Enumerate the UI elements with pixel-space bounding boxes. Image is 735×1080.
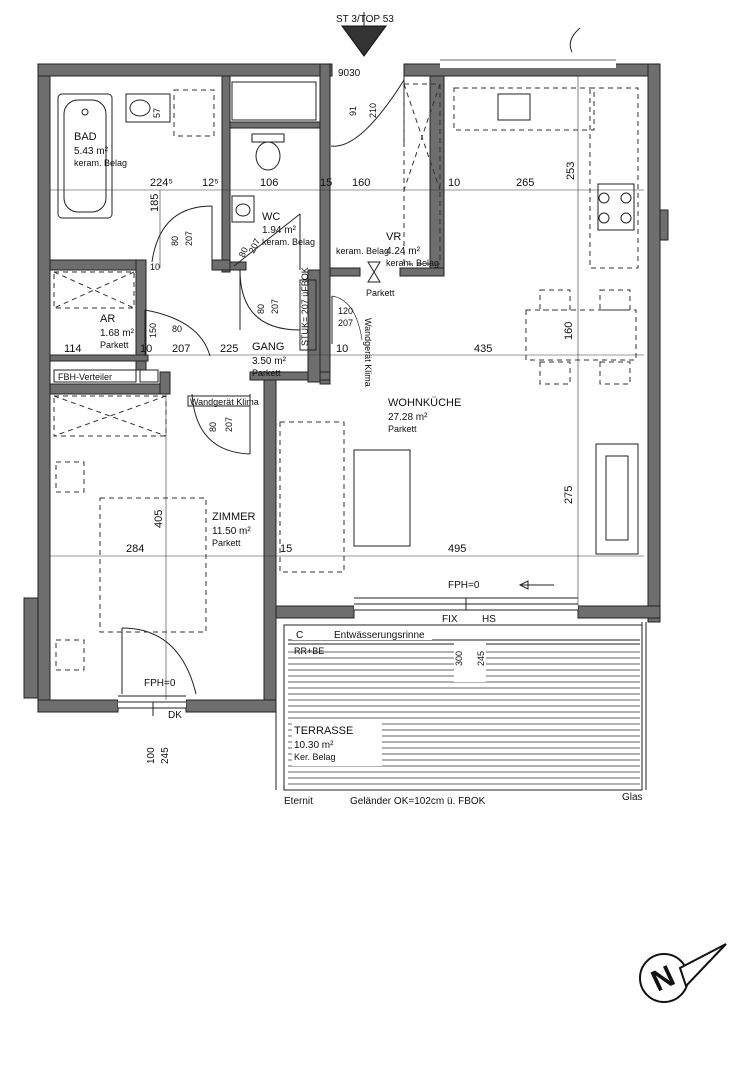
zimmer-floor: Parkett	[212, 538, 241, 548]
fix-label: FIX	[442, 614, 458, 625]
ar-area: 1.68 m²	[100, 328, 135, 339]
stuk-label: STUK= 207 üFBOK	[300, 267, 310, 346]
vr-name: VR	[386, 231, 401, 243]
bad-area: 5.43 m²	[74, 146, 109, 157]
dim-text: 275	[563, 486, 575, 504]
terrasse-name: TERRASSE	[294, 725, 353, 737]
wc-area: 1.94 m²	[262, 225, 297, 236]
rr-be-label: RR+BE	[294, 646, 324, 656]
vr-note: keram. Belag	[336, 246, 389, 256]
dim-text: 435	[474, 343, 492, 355]
dim-text: 185	[149, 194, 161, 212]
vr-parkett: Parkett	[366, 288, 395, 298]
dimension-texts: 224⁵ 12⁵ 106 15 160 10 265 114 10 207 22…	[64, 68, 577, 764]
gelaender-label: Geländer OK=102cm ü. FBOK	[350, 796, 486, 807]
dim-text: 100	[146, 747, 157, 764]
zimmer-area: 11.50 m²	[212, 526, 251, 537]
dim-text: 12⁵	[202, 177, 219, 189]
dim-text: 15	[280, 543, 292, 555]
dim-text: 10	[150, 262, 160, 272]
dim-text: 253	[565, 162, 577, 180]
windows	[118, 58, 616, 716]
entwaesserungsrinne-label: Entwässerungsrinne	[334, 630, 425, 641]
gang-name: GANG	[252, 341, 284, 353]
dim-text: 300	[454, 651, 464, 666]
terrasse-floor: Ker. Belag	[294, 752, 336, 762]
wohnkueche-name: WOHNKÜCHE	[388, 397, 461, 409]
ar-name: AR	[100, 313, 115, 325]
north-arrow: N	[639, 943, 727, 1003]
dim-text: 210	[368, 103, 378, 118]
dimension-lines	[50, 76, 644, 700]
dim-text: 207	[247, 237, 262, 255]
fixtures	[53, 12, 639, 671]
dim-text: 225	[220, 343, 238, 355]
dim-text: 80	[256, 304, 266, 314]
dim-text: 245	[476, 651, 486, 666]
dim-text: 91	[348, 106, 358, 116]
dim-text: 265	[516, 177, 534, 189]
gang-floor: Parkett	[252, 368, 281, 378]
dim-text: 150	[148, 323, 158, 338]
zimmer-name: ZIMMER	[212, 511, 255, 523]
dim-text: 15	[320, 177, 332, 189]
dim-text: 9030	[338, 68, 361, 79]
dim-text: 120	[338, 306, 353, 316]
wohnkueche-floor: Parkett	[388, 424, 417, 434]
dim-text: 10	[448, 177, 460, 189]
c-label: C	[296, 630, 303, 641]
wc-floor: keram. Belag	[262, 237, 315, 247]
dim-text: 207	[270, 299, 280, 314]
dim-text: 405	[153, 510, 165, 528]
bad-floor: keram. Belag	[74, 158, 127, 168]
dim-text: 80	[170, 236, 180, 246]
ar-floor: Parkett	[100, 340, 129, 350]
vr-area: 4.24 m²	[386, 246, 421, 257]
misc-labels: ST 3/TOP 53 FBH-Verteiler Wandgerät Klim…	[58, 14, 643, 807]
room-labels: BAD 5.43 m² keram. Belag WC 1.94 m² kera…	[74, 131, 461, 762]
dim-text: 10	[140, 343, 152, 355]
eternit-label: Eternit	[284, 796, 313, 807]
fbh-verteiler-label: FBH-Verteiler	[58, 372, 112, 382]
dim-text: 114	[64, 343, 82, 355]
fph-label-room: FPH=0	[144, 678, 176, 689]
dim-text: 80	[208, 422, 218, 432]
terrasse-area: 10.30 m²	[294, 740, 334, 751]
dim-text: 160	[352, 177, 370, 189]
dim-text: 207	[224, 417, 234, 432]
hs-label: HS	[482, 614, 496, 625]
dim-text: 207	[172, 343, 190, 355]
dk-label: DK	[168, 710, 182, 721]
klima-label-vr: Wandgerät Klima	[363, 318, 373, 387]
wc-name: WC	[262, 211, 280, 223]
bad-name: BAD	[74, 131, 97, 143]
dim-text: 160	[563, 322, 575, 340]
entrance-label: ST 3/TOP 53	[336, 14, 394, 25]
dim-text: 495	[448, 543, 466, 555]
terrace-deck	[275, 622, 647, 791]
dim-text: 10	[336, 343, 348, 355]
dim-text: 80	[172, 324, 182, 334]
dim-text: 245	[160, 747, 171, 764]
dim-text: 80	[237, 246, 250, 259]
dim-text: 106	[260, 177, 278, 189]
wohnkueche-area: 27.28 m²	[388, 412, 428, 423]
doors	[121, 76, 405, 695]
dim-text: 224⁵	[150, 177, 173, 189]
gang-area: 3.50 m²	[252, 356, 287, 367]
dim-text: 207	[184, 231, 194, 246]
klima-label: Wandgerät Klima	[190, 397, 259, 407]
dim-text: 284	[126, 543, 144, 555]
dim-text: 57	[152, 108, 162, 118]
dim-text: 207	[338, 318, 353, 328]
vr-floor: keram. Belag	[386, 258, 439, 268]
glas-label: Glas	[622, 792, 643, 803]
fph-label-main: FPH=0	[448, 580, 480, 591]
